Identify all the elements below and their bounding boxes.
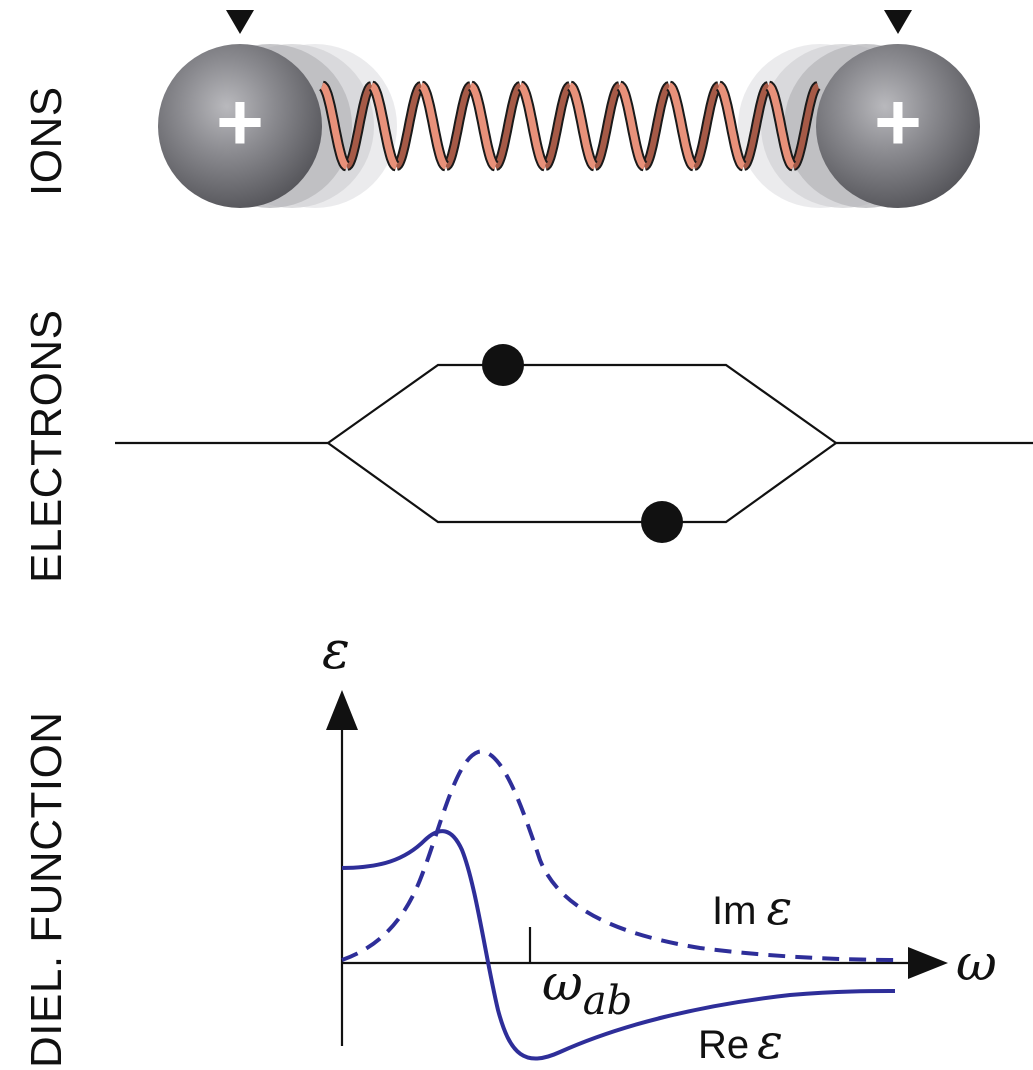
spring-back-strand [345,83,820,169]
spring-front-strand [320,82,795,170]
electron-path-lower-branch [327,442,837,524]
left-ion: + [158,44,322,208]
electron-lower [641,501,683,543]
right-equilibrium-marker-icon [884,10,912,34]
y-axis-arrow-icon [326,690,358,730]
omega-ab-subscript: ab [583,978,632,1024]
y-axis-symbol: ε [322,621,350,681]
omega-ab-label: ωab [542,954,632,1024]
omega-ab-main: ω [542,954,583,1012]
ions-panel: + + [158,10,980,208]
electrons-panel [115,363,1033,524]
right-ion-charge: + [874,77,922,168]
left-equilibrium-marker-icon [226,10,254,34]
re-prefix: Re [698,1023,749,1067]
x-axis-symbol: ω [956,934,997,992]
re-epsilon-symbol: ε [757,1014,783,1070]
re-epsilon-curve [341,829,896,1061]
left-ion-charge: + [216,77,264,168]
im-epsilon-symbol: ε [766,880,792,936]
electron-upper [482,344,524,386]
spring [319,80,821,172]
right-ion: + [816,44,980,208]
electron-path-upper-branch [327,363,837,444]
x-axis-arrow-icon [908,947,948,979]
im-prefix: Im [712,889,756,933]
im-epsilon-curve [341,749,901,962]
